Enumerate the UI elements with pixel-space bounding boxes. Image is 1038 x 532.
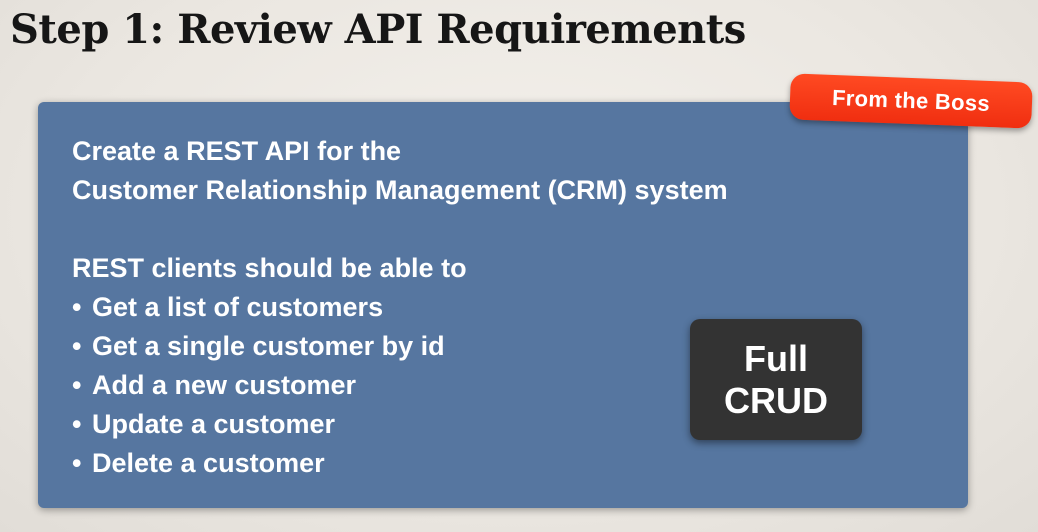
list-item-label: Get a single customer by id	[92, 331, 445, 361]
bullet-icon: •	[72, 409, 82, 439]
list-item-label: Add a new customer	[92, 370, 357, 400]
from-the-boss-badge: From the Boss	[789, 73, 1033, 129]
requirements-text: Create a REST API for the Customer Relat…	[72, 132, 728, 483]
bullet-icon: •	[72, 292, 82, 322]
spacer	[72, 210, 728, 249]
list-item: • Update a customer	[72, 405, 728, 444]
intro-line-2: Customer Relationship Management (CRM) s…	[72, 175, 728, 205]
crud-line-1: Full	[744, 337, 808, 379]
list-item-label: Delete a customer	[92, 448, 325, 478]
requirements-panel: Create a REST API for the Customer Relat…	[38, 102, 968, 508]
bullet-icon: •	[72, 370, 82, 400]
list-item: • Add a new customer	[72, 366, 728, 405]
list-item: • Get a list of customers	[72, 288, 728, 327]
crud-line-2: CRUD	[724, 379, 828, 421]
list-item-label: Get a list of customers	[92, 292, 384, 322]
clients-heading: REST clients should be able to	[72, 253, 467, 283]
requirements-list: • Get a list of customers • Get a single c…	[72, 288, 728, 483]
bullet-icon: •	[72, 448, 82, 478]
bullet-icon: •	[72, 331, 82, 361]
list-item-label: Update a customer	[92, 409, 336, 439]
intro-line-1: Create a REST API for the	[72, 136, 402, 166]
badge-label: From the Boss	[831, 84, 991, 117]
page-title: Step 1: Review API Requirements	[10, 6, 746, 53]
list-item: • Delete a customer	[72, 444, 728, 483]
full-crud-callout: Full CRUD	[690, 319, 862, 440]
list-item: • Get a single customer by id	[72, 327, 728, 366]
